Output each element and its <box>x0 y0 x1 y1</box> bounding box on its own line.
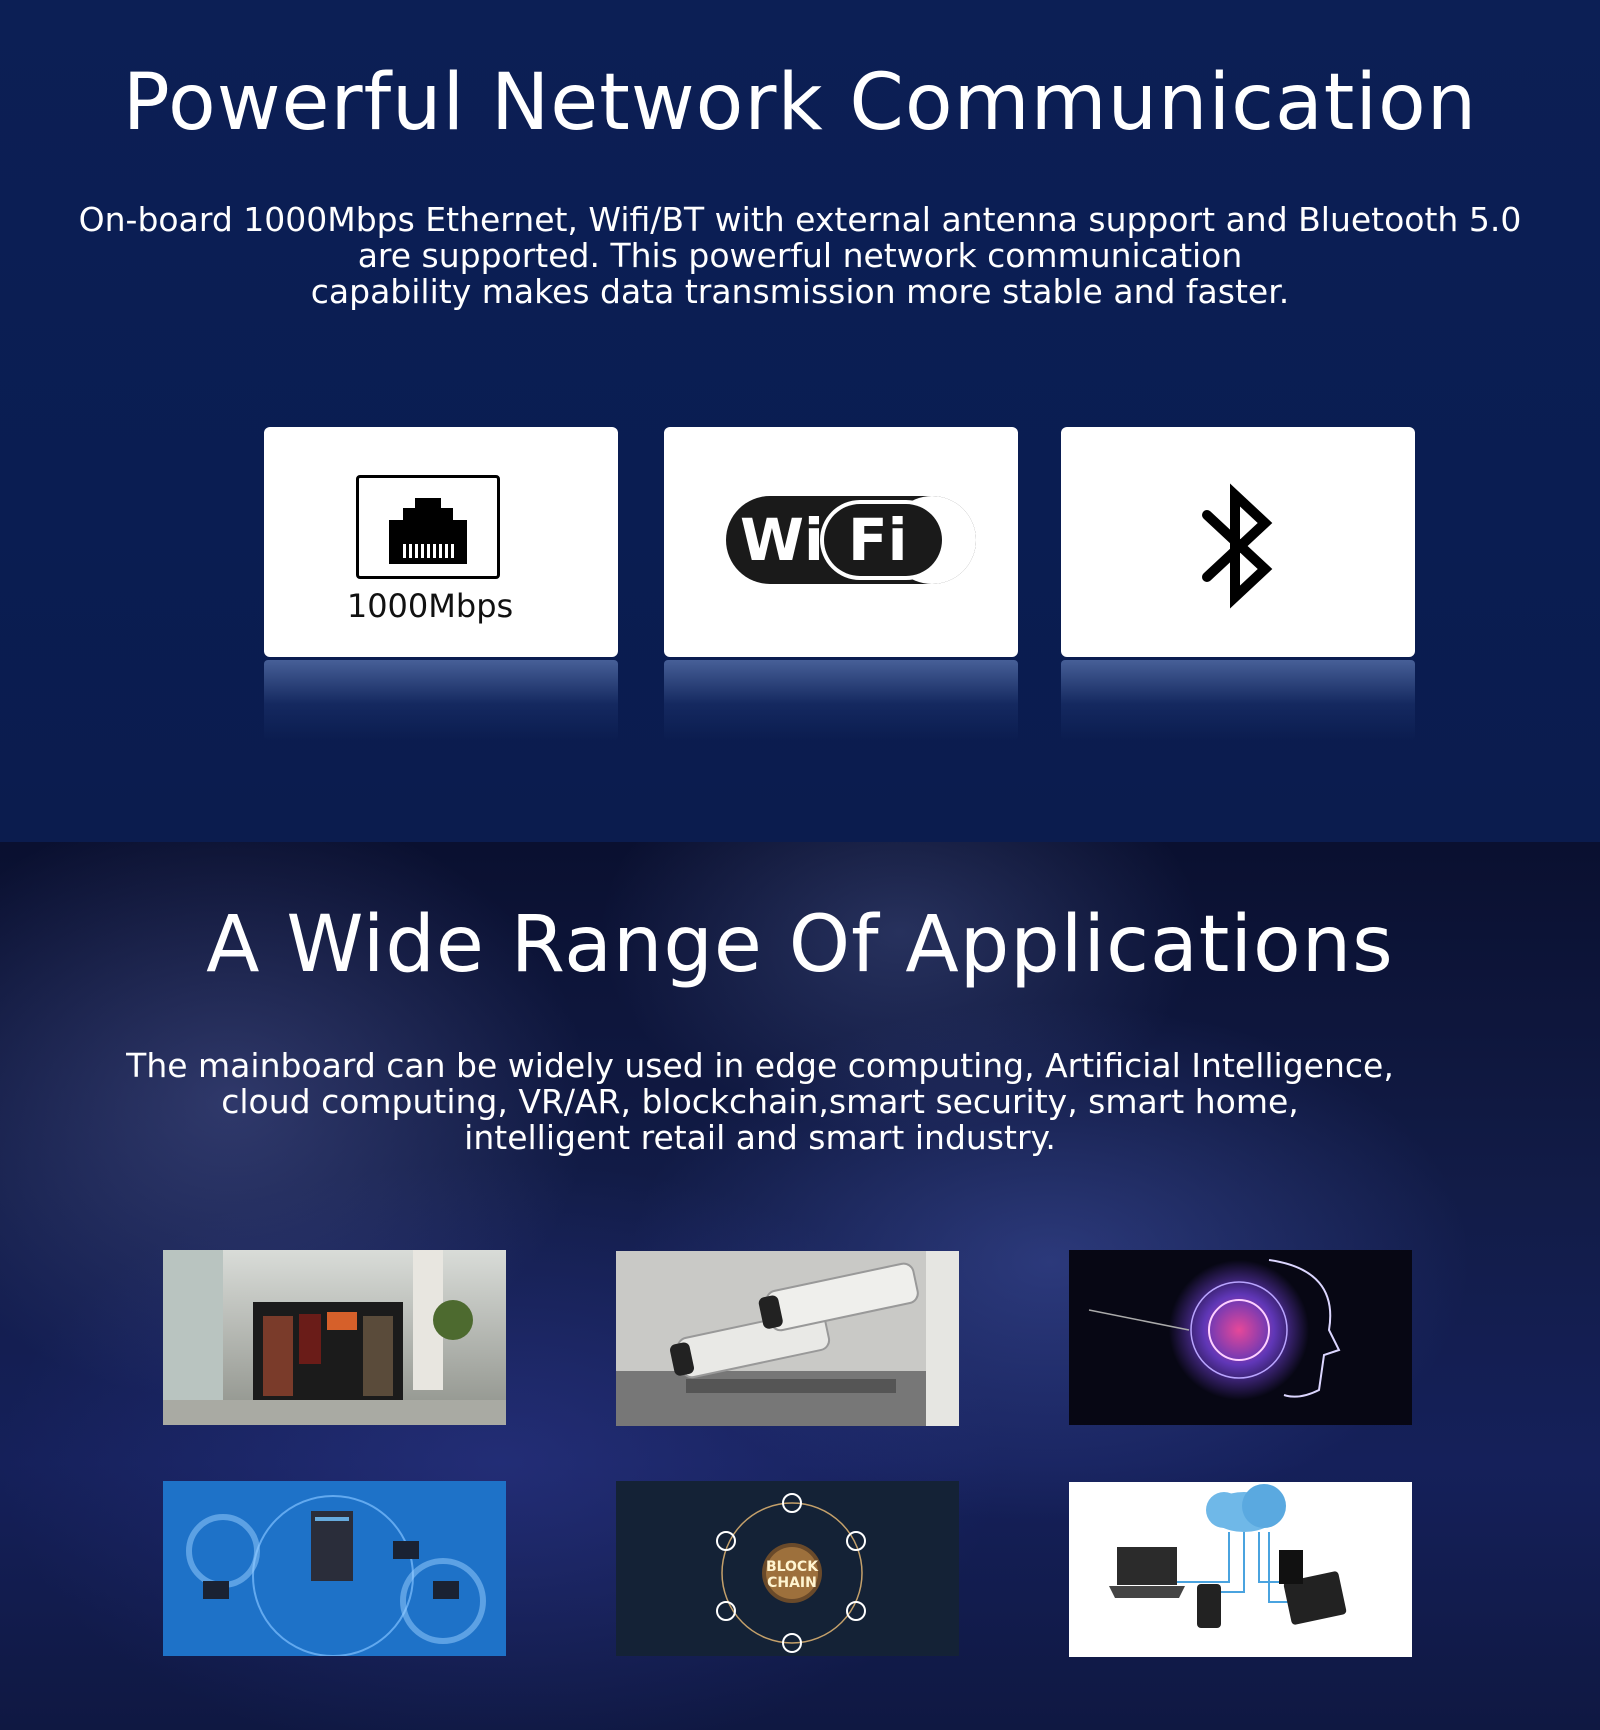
network-description-line: are supported. This powerful network com… <box>357 236 1243 275</box>
ethernet-speed-label: 1000Mbps <box>346 587 514 625</box>
network-description: On-board 1000Mbps Ethernet, Wifi/BT with… <box>40 202 1560 310</box>
applications-description: The mainboard can be widely used in edge… <box>60 1048 1460 1156</box>
wifi-logo-icon: Wi Fi <box>726 496 976 584</box>
card-reflection <box>664 660 1018 740</box>
ai-brain-image <box>1069 1250 1412 1425</box>
applications-title: A Wide Range Of Applications <box>206 900 1394 990</box>
ethernet-port-icon <box>356 475 500 579</box>
applications-description-line: cloud computing, VR/AR, blockchain,smart… <box>221 1082 1299 1121</box>
wifi-logo-text: Fi <box>848 506 908 574</box>
ethernet-card: 1000Mbps <box>264 427 618 657</box>
security-cameras-image <box>616 1251 959 1426</box>
applications-description-line: intelligent retail and smart industry. <box>464 1118 1056 1157</box>
applications-section: A Wide Range Of Applications The mainboa… <box>0 842 1600 1730</box>
card-reflection <box>1061 660 1415 740</box>
wifi-logo-text: Wi <box>740 506 824 574</box>
retail-kiosk-image <box>163 1250 506 1425</box>
network-description-line: On-board 1000Mbps Ethernet, Wifi/BT with… <box>78 200 1522 239</box>
blockchain-text: BLOCK <box>766 1559 819 1575</box>
network-title: Powerful Network Communication <box>122 58 1478 148</box>
network-section: Powerful Network Communication On-board … <box>0 0 1600 842</box>
cloud-devices-image <box>1069 1482 1412 1657</box>
network-description-line: capability makes data transmission more … <box>310 272 1290 311</box>
blockchain-image: BLOCK CHAIN <box>616 1481 959 1656</box>
cloud-servers-image <box>163 1481 506 1656</box>
bluetooth-card <box>1061 427 1415 657</box>
wifi-card: Wi Fi <box>664 427 1018 657</box>
blockchain-text: CHAIN <box>767 1575 817 1591</box>
bluetooth-icon <box>1202 483 1273 609</box>
card-reflection <box>264 660 618 740</box>
applications-description-line: The mainboard can be widely used in edge… <box>126 1046 1394 1085</box>
